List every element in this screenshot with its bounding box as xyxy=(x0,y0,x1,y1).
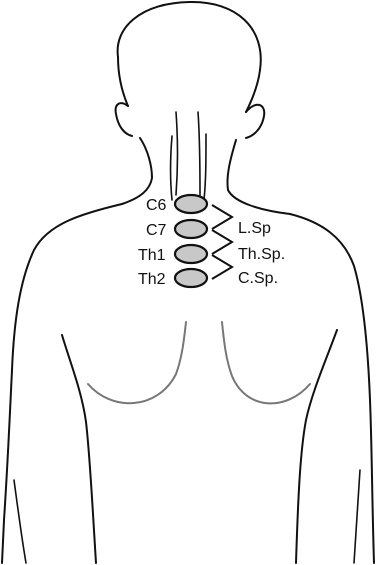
label-csp: C.Sp. xyxy=(238,270,278,287)
label-lsp: L.Sp xyxy=(238,220,271,237)
label-th2: Th2 xyxy=(138,271,166,288)
vertebra-th1 xyxy=(175,245,207,263)
vertebra-c7 xyxy=(175,220,207,238)
label-c6: C6 xyxy=(146,197,167,214)
label-th1: Th1 xyxy=(138,247,166,264)
label-thsp: Th.Sp. xyxy=(238,246,285,263)
label-c7: C7 xyxy=(146,222,167,239)
bracket-connectors xyxy=(212,205,232,279)
bracket-csp xyxy=(212,255,232,279)
vertebra-th2 xyxy=(175,269,207,287)
vertebrae xyxy=(175,195,207,287)
bracket-thsp xyxy=(212,230,232,254)
bracket-lsp xyxy=(212,205,232,229)
vertebra-c6 xyxy=(175,195,207,213)
point-labels: L.Sp Th.Sp. C.Sp. xyxy=(238,220,285,287)
vertebra-labels: C6 C7 Th1 Th2 xyxy=(138,197,167,288)
scapula-curves xyxy=(88,322,310,403)
